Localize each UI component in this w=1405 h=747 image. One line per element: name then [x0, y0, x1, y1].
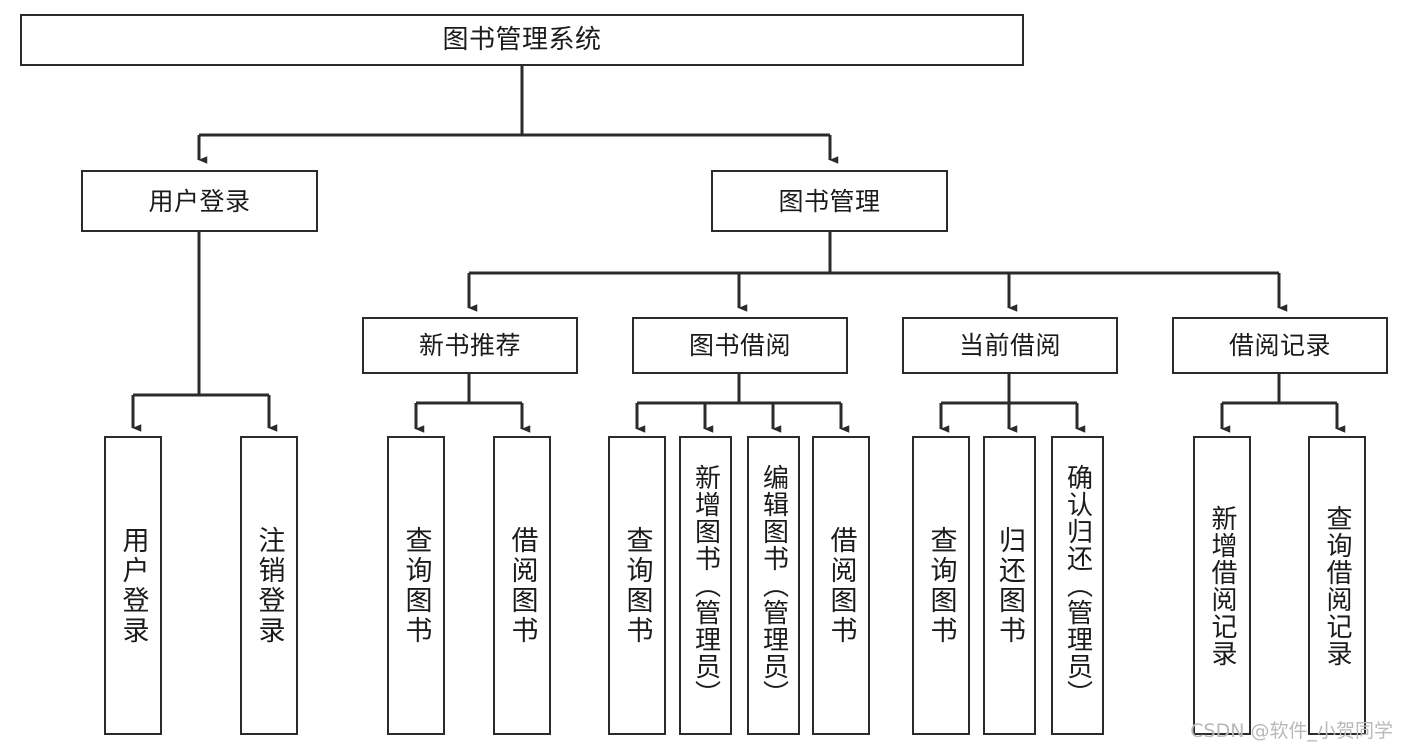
node-user-login[interactable]: 用户登录: [81, 170, 318, 232]
csdn-watermark: CSDN @软件_小贺同学: [1190, 720, 1393, 742]
node-label: 借阅记录: [1228, 331, 1331, 360]
node-label: 图书管理系统: [442, 24, 602, 55]
leaf-query-borrow-record[interactable]: 查询借阅记录: [1308, 436, 1366, 735]
node-borrow-record[interactable]: 借阅记录: [1172, 317, 1388, 374]
node-new-book-recommend[interactable]: 新书推荐: [362, 317, 578, 374]
node-label: 编辑图书（管理员）: [758, 464, 789, 707]
node-current-borrow[interactable]: 当前借阅: [902, 317, 1118, 374]
node-book-borrow[interactable]: 图书借阅: [632, 317, 848, 374]
node-root-system[interactable]: 图书管理系统: [20, 14, 1024, 66]
leaf-add-borrow-record[interactable]: 新增借阅记录: [1193, 436, 1251, 735]
node-label: 注销登录: [253, 525, 285, 646]
node-label: 查询图书: [621, 525, 653, 646]
node-label: 新增图书（管理员）: [690, 464, 721, 707]
node-label: 新增借阅记录: [1207, 504, 1237, 667]
leaf-return-book[interactable]: 归还图书: [983, 436, 1036, 735]
leaf-confirm-return-admin[interactable]: 确认归还（管理员）: [1051, 436, 1104, 735]
node-label: 图书管理: [778, 186, 881, 216]
leaf-query-book-1[interactable]: 查询图书: [387, 436, 445, 735]
node-label: 用户登录: [117, 525, 149, 646]
leaf-borrow-book-2[interactable]: 借阅图书: [812, 436, 870, 735]
node-label: 归还图书: [994, 525, 1025, 646]
node-label: 新书推荐: [418, 331, 521, 360]
node-label: 借阅图书: [825, 525, 857, 646]
leaf-add-book-admin[interactable]: 新增图书（管理员）: [679, 436, 732, 735]
node-label: 查询借阅记录: [1322, 504, 1352, 667]
leaf-user-login[interactable]: 用户登录: [104, 436, 162, 735]
node-label: 查询图书: [925, 525, 957, 646]
node-label: 确认归还（管理员）: [1062, 464, 1093, 707]
node-label: 用户登录: [148, 186, 251, 216]
node-label: 图书借阅: [688, 331, 791, 360]
node-label: 借阅图书: [506, 525, 538, 646]
node-label: 查询图书: [400, 525, 432, 646]
leaf-logout-login[interactable]: 注销登录: [240, 436, 298, 735]
leaf-query-book-3[interactable]: 查询图书: [912, 436, 970, 735]
node-label: 当前借阅: [958, 331, 1061, 360]
node-book-manage[interactable]: 图书管理: [711, 170, 948, 232]
leaf-edit-book-admin[interactable]: 编辑图书（管理员）: [747, 436, 800, 735]
leaf-borrow-book-1[interactable]: 借阅图书: [493, 436, 551, 735]
leaf-query-book-2[interactable]: 查询图书: [608, 436, 666, 735]
